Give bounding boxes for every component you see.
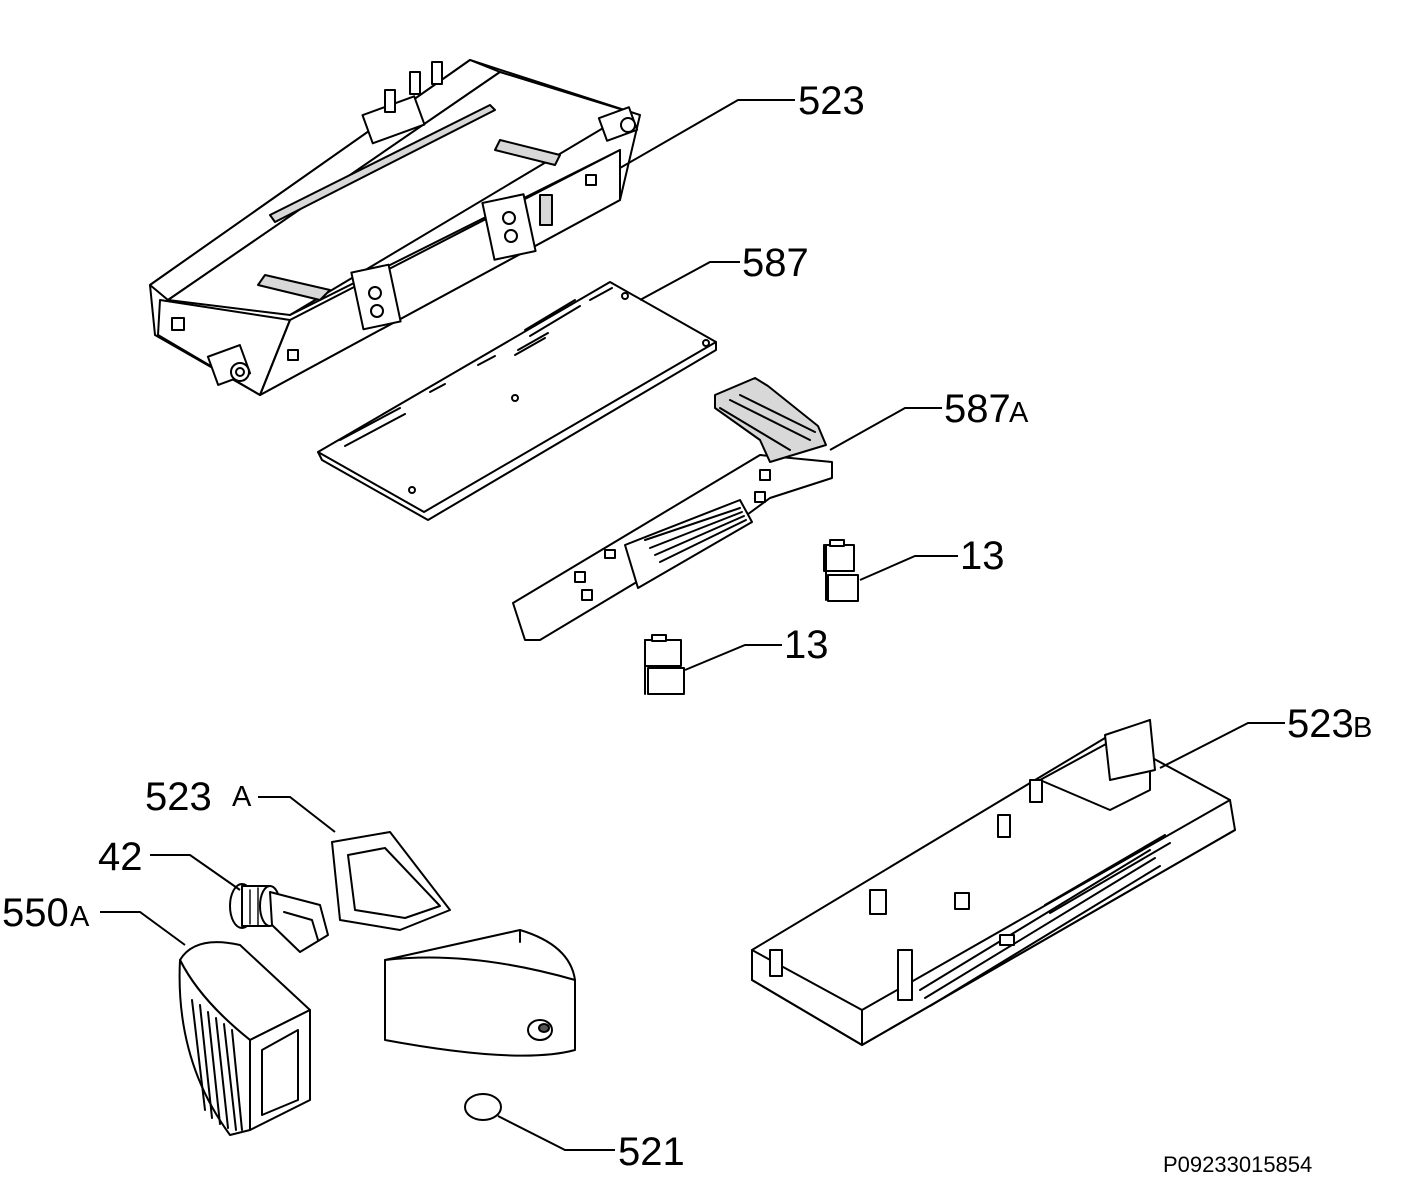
part-13-clip-lower — [644, 634, 685, 695]
label-523: 523 — [798, 79, 865, 123]
leader-523b — [1159, 722, 1285, 769]
label-550a-suffix: A — [70, 901, 90, 933]
part-523b-lower-tray — [751, 719, 1236, 1046]
part-587a-display-board — [512, 377, 833, 641]
label-13-lower: 13 — [784, 623, 829, 667]
label-587a-suffix: A — [1009, 397, 1029, 429]
label-523b-number: 523 — [1287, 702, 1354, 746]
label-523a-suffix: A — [232, 781, 252, 813]
part-523-control-housing — [149, 59, 641, 396]
leader-550a — [100, 911, 186, 946]
label-587: 587 — [742, 241, 809, 285]
leader-523a — [258, 796, 336, 833]
label-587a-number: 587 — [944, 387, 1011, 431]
label-550a-number: 550 — [2, 891, 69, 935]
leader-13-lower — [684, 644, 782, 671]
label-523b-suffix: B — [1353, 712, 1372, 744]
reference-code: P09233015854 — [1163, 1152, 1312, 1177]
part-523a-front-cover — [331, 831, 576, 1057]
leader-42 — [150, 854, 241, 891]
part-521-ring — [464, 1093, 502, 1121]
label-42: 42 — [98, 835, 143, 879]
leader-587a — [829, 407, 942, 451]
leader-587 — [639, 261, 740, 301]
label-13-upper: 13 — [960, 534, 1005, 578]
part-42-lamp-holder — [229, 883, 329, 953]
part-550a-lamp-cover — [178, 941, 311, 1136]
leader-521 — [497, 1115, 615, 1151]
leader-523 — [619, 99, 795, 169]
leader-13-upper — [859, 555, 958, 581]
label-521: 521 — [618, 1130, 685, 1174]
part-13-clip-upper — [823, 539, 859, 602]
label-523a-number: 523 — [145, 775, 212, 819]
part-587-circuit-board — [317, 281, 717, 521]
leader-lines — [100, 99, 1285, 1151]
